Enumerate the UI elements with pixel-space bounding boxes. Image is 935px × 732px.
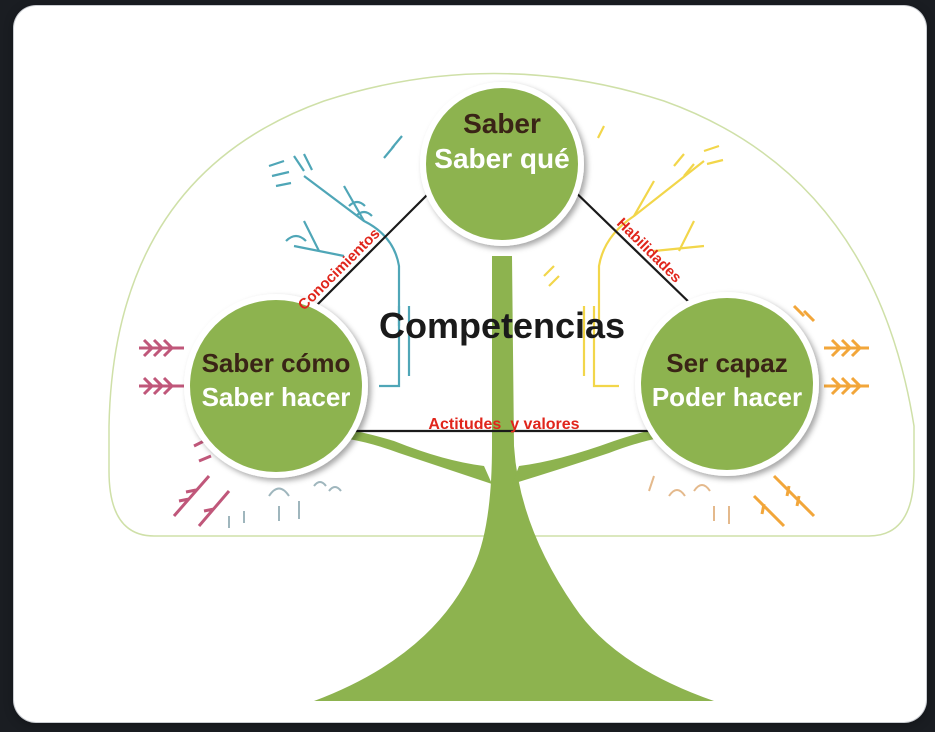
pink-arrows-icon bbox=[139, 338, 231, 527]
node-right-line1: Ser capaz bbox=[666, 348, 787, 378]
node-top: Saber Saber qué bbox=[420, 82, 584, 246]
center-label: Competencias bbox=[379, 305, 625, 346]
relation-label-habilidades: Habilidades bbox=[613, 215, 685, 287]
node-left-line2: Saber hacer bbox=[202, 382, 351, 412]
canopy-outline bbox=[108, 72, 915, 537]
competencias-tree-diagram: Saber Saber qué Saber cómo Saber hacer S… bbox=[108, 72, 915, 701]
node-left: Saber cómo Saber hacer bbox=[184, 294, 368, 478]
diagram-frame: Saber Saber qué Saber cómo Saber hacer S… bbox=[14, 6, 926, 722]
yellow-branch-icon bbox=[543, 125, 724, 388]
teal-branch-icon bbox=[268, 135, 411, 388]
node-right: Ser capaz Poder hacer bbox=[635, 292, 819, 476]
relation-label-actitudes: Actitudes y valores bbox=[428, 416, 579, 433]
relation-label-conocimientos: Conocimientos bbox=[295, 225, 384, 314]
leaves-icon bbox=[228, 481, 342, 528]
orange-arrows-icon bbox=[752, 304, 869, 528]
node-top-line1: Saber bbox=[463, 108, 541, 139]
node-right-line2: Poder hacer bbox=[652, 382, 802, 412]
node-left-line1: Saber cómo bbox=[202, 348, 351, 378]
tree-trunk bbox=[314, 256, 714, 701]
tan-leaves-icon bbox=[648, 475, 730, 524]
node-top-line2: Saber qué bbox=[434, 143, 569, 174]
